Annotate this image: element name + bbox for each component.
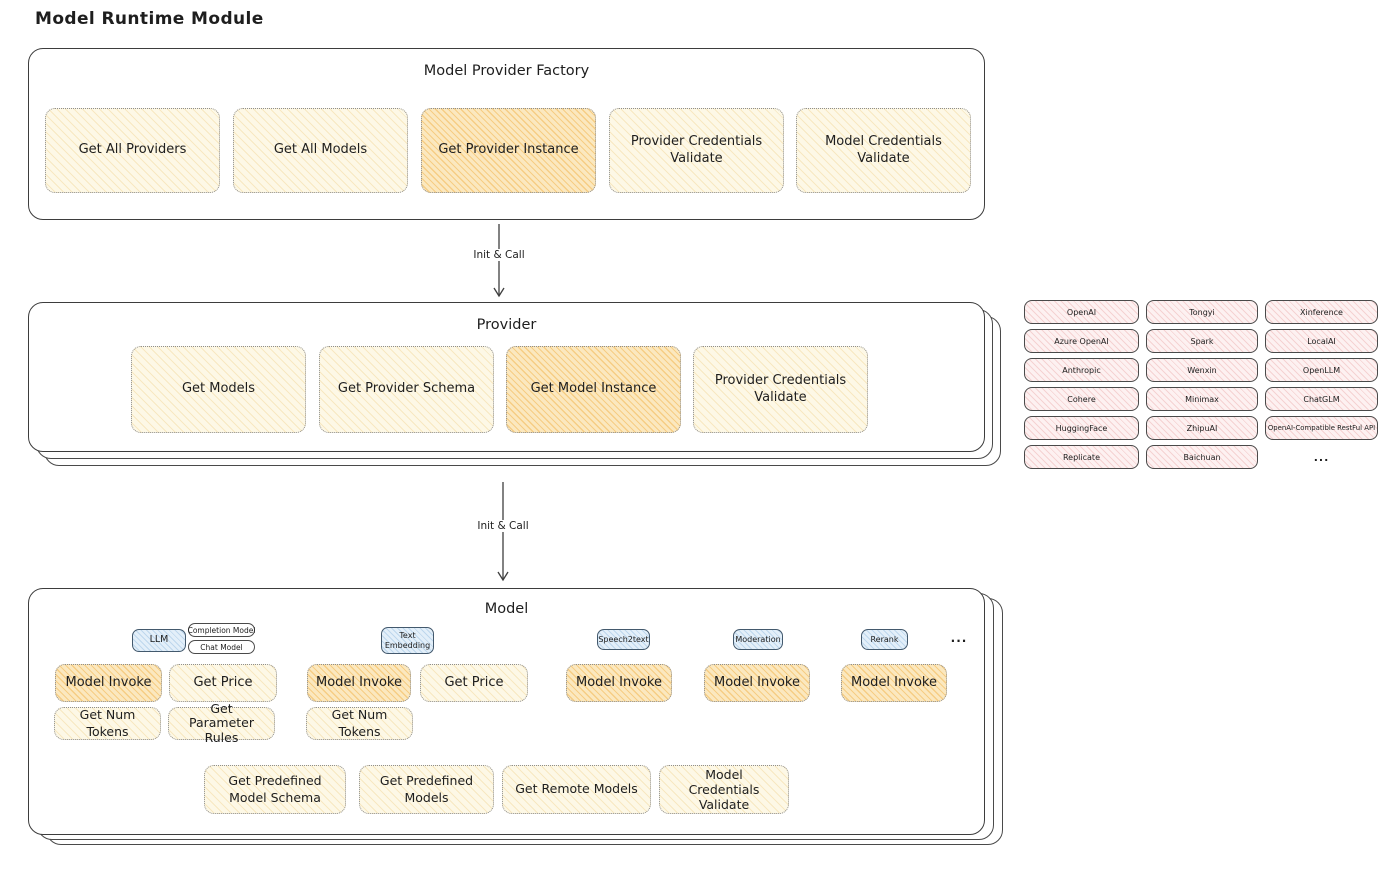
provider-pill-xinference: Xinference bbox=[1265, 300, 1378, 324]
get-price-node: Get Price bbox=[420, 664, 528, 702]
model-credentials-validate-node: Model Credentials Validate bbox=[659, 765, 789, 814]
provider-pill-chatglm: ChatGLM bbox=[1265, 387, 1378, 411]
provider-pill-wenxin: Wenxin bbox=[1146, 358, 1258, 382]
provider-pill-replicate: Replicate bbox=[1024, 445, 1139, 469]
tab-moderation: Moderation bbox=[733, 629, 783, 650]
init-call-label: Init & Call bbox=[461, 520, 545, 532]
model-invoke-node: Model Invoke bbox=[841, 664, 947, 702]
get-parameter-rules-node: Get Parameter Rules bbox=[168, 701, 275, 744]
model-invoke-node: Model Invoke bbox=[566, 664, 672, 702]
get-provider-instance-node: Get Provider Instance bbox=[421, 108, 596, 193]
arrow-down-icon bbox=[493, 224, 505, 298]
get-price-node: Get Price bbox=[169, 664, 277, 702]
provider-pill-azure-openai: Azure OpenAI bbox=[1024, 329, 1139, 353]
provider-list: OpenAI Tongyi Xinference Azure OpenAI Sp… bbox=[1024, 300, 1378, 469]
get-predefined-models-node: Get Predefined Models bbox=[359, 765, 494, 814]
provider-pill-huggingface: HuggingFace bbox=[1024, 416, 1139, 440]
ellipsis: ... bbox=[1313, 450, 1330, 464]
provider-pill-openai-compatible: OpenAI-Compatible RestFul API bbox=[1265, 416, 1378, 440]
provider-credentials-validate-node: Provider Credentials Validate bbox=[609, 108, 784, 193]
provider-pill-tongyi: Tongyi bbox=[1146, 300, 1258, 324]
ellipsis: ... bbox=[950, 631, 968, 645]
get-num-tokens-node: Get Num Tokens bbox=[54, 707, 161, 740]
provider-pill-anthropic: Anthropic bbox=[1024, 358, 1139, 382]
get-models-node: Get Models bbox=[131, 346, 306, 433]
provider-credentials-validate-node: Provider Credentials Validate bbox=[693, 346, 868, 433]
model-provider-factory-box: Model Provider Factory Get All Providers… bbox=[28, 48, 985, 220]
provider-pill-localai: LocalAI bbox=[1265, 329, 1378, 353]
get-predefined-model-schema-node: Get Predefined Model Schema bbox=[204, 765, 346, 814]
model-invoke-node: Model Invoke bbox=[55, 664, 162, 702]
model-invoke-node: Model Invoke bbox=[704, 664, 810, 702]
get-remote-models-node: Get Remote Models bbox=[502, 765, 651, 814]
tab-chat-model: Chat Model bbox=[188, 640, 255, 654]
tab-completion-model: Completion Model bbox=[188, 623, 255, 637]
get-model-instance-node: Get Model Instance bbox=[506, 346, 681, 433]
get-all-models-node: Get All Models bbox=[233, 108, 408, 193]
model-invoke-node: Model Invoke bbox=[307, 664, 411, 702]
provider-pill-openllm: OpenLLM bbox=[1265, 358, 1378, 382]
page-title: Model Runtime Module bbox=[35, 9, 264, 29]
provider-title: Provider bbox=[476, 317, 537, 333]
model-title: Model bbox=[484, 601, 529, 617]
factory-title: Model Provider Factory bbox=[423, 63, 590, 79]
tab-llm: LLM bbox=[132, 629, 186, 652]
provider-pill-openai: OpenAI bbox=[1024, 300, 1139, 324]
provider-pill-minimax: Minimax bbox=[1146, 387, 1258, 411]
model-box: Model LLM Completion Model Chat Model Te… bbox=[28, 588, 985, 835]
init-call-label: Init & Call bbox=[457, 249, 541, 261]
provider-box: Provider Get Models Get Provider Schema … bbox=[28, 302, 985, 452]
get-provider-schema-node: Get Provider Schema bbox=[319, 346, 494, 433]
tab-rerank: Rerank bbox=[861, 629, 908, 650]
provider-pill-cohere: Cohere bbox=[1024, 387, 1139, 411]
get-all-providers-node: Get All Providers bbox=[45, 108, 220, 193]
model-credentials-validate-node: Model Credentials Validate bbox=[796, 108, 971, 193]
tab-speech2text: Speech2text bbox=[597, 629, 650, 650]
tab-text-embedding: Text Embedding bbox=[381, 627, 434, 654]
provider-pill-zhipuai: ZhipuAI bbox=[1146, 416, 1258, 440]
get-num-tokens-node: Get Num Tokens bbox=[306, 707, 413, 740]
provider-pill-spark: Spark bbox=[1146, 329, 1258, 353]
arrow-down-icon bbox=[497, 482, 509, 582]
provider-pill-baichuan: Baichuan bbox=[1146, 445, 1258, 469]
